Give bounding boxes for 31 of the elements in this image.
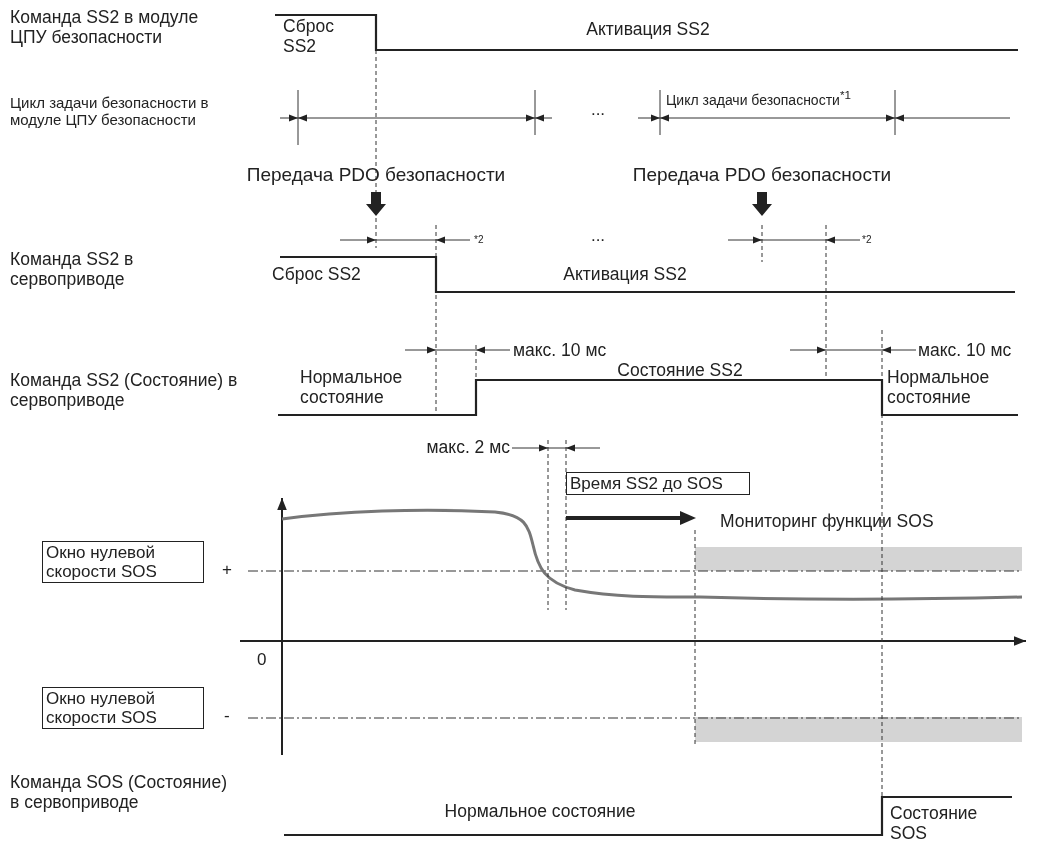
state-label: Нормальное состояние xyxy=(887,367,991,408)
ellipsis: ... xyxy=(590,100,606,120)
axis-label: + xyxy=(222,560,232,580)
timing-label: Передача PDO безопасности xyxy=(632,164,892,186)
timing-label: макс. 10 мс xyxy=(513,340,607,361)
window-label-box: Окно нулевой скорости SOS xyxy=(42,541,204,584)
axis-label: - xyxy=(224,706,230,726)
footnote-mark: *2 xyxy=(862,234,872,246)
state-label: Активация SS2 xyxy=(586,19,710,40)
state-label: Состояние SOS xyxy=(890,803,979,844)
time-label-box: Время SS2 до SOS xyxy=(566,472,750,496)
signal-name: Команда SS2 в сервоприводе xyxy=(10,249,135,290)
state-label: Нормальное состояние xyxy=(444,801,636,822)
axis-label: 0 xyxy=(257,650,267,670)
state-label: Сброс SS2 xyxy=(272,264,361,285)
ellipsis: ... xyxy=(590,226,606,246)
signal-name: Цикл задачи безопасности в модуле ЦПУ безопасности xyxy=(10,94,210,129)
signal-name: Команда SS2 (Состояние) в сервоприводе xyxy=(10,370,239,411)
state-label: Состояние SS2 xyxy=(617,360,743,381)
state-label: Нормальное состояние xyxy=(300,367,404,408)
signal-name: Команда SS2 в модуле ЦПУ безопасности xyxy=(10,7,200,48)
state-label: Сброс SS2 xyxy=(283,16,335,57)
window-label-box: Окно нулевой скорости SOS xyxy=(42,687,204,730)
timing-label: Цикл задачи безопасности$^{*1}$ xyxy=(666,88,851,108)
timing-label: Мониторинг функции SOS xyxy=(720,511,934,532)
timing-label: макс. 2 мс xyxy=(426,437,510,458)
footnote-mark: *2 xyxy=(474,234,484,246)
timing-label: макс. 10 мс xyxy=(918,340,1012,361)
timing-label: Передача PDO безопасности xyxy=(246,164,506,186)
state-label: Активация SS2 xyxy=(563,264,687,285)
signal-name: Команда SOS (Состояние) в сервоприводе xyxy=(10,772,228,813)
